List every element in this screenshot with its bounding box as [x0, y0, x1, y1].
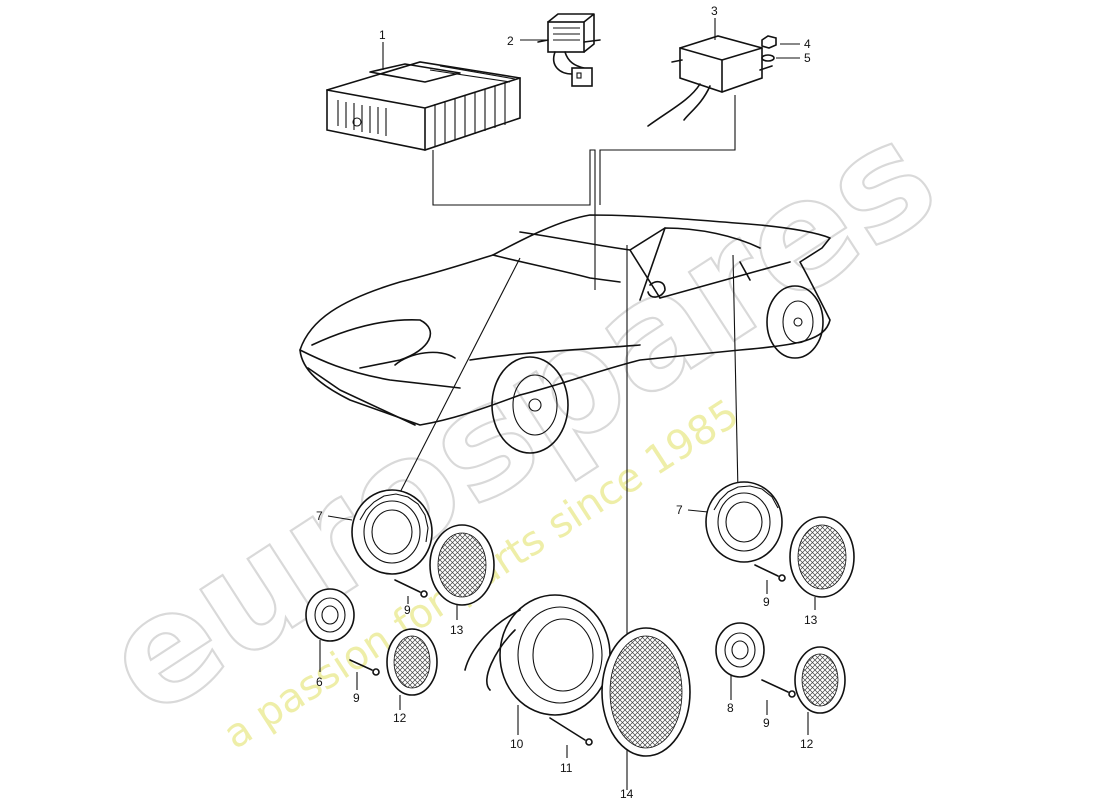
nut-part-4[interactable]	[761, 35, 777, 49]
callout-13-left: 13	[450, 623, 464, 637]
callout-leaders	[319, 18, 816, 758]
tweeter-cover-left-part-12[interactable]	[386, 628, 438, 696]
callout-9-left-upper: 9	[404, 603, 411, 617]
tweeter-left-part-6[interactable]	[305, 588, 355, 642]
speaker-ring-right-part-7[interactable]	[705, 481, 783, 563]
screw-right-upper-part-9[interactable]	[754, 564, 786, 582]
screw-left-lower-part-9[interactable]	[349, 659, 380, 676]
amplifier-part-1[interactable]	[326, 61, 521, 151]
speaker-ring-left-part-7[interactable]	[351, 489, 433, 575]
car-illustration	[299, 214, 831, 454]
callout-1: 1	[379, 28, 386, 42]
washer-part-5[interactable]	[761, 54, 775, 62]
callout-7-left: 7	[316, 509, 323, 523]
callout-7-right: 7	[676, 503, 683, 517]
callout-9-right-upper: 9	[763, 595, 770, 609]
screw-center-part-11[interactable]	[549, 717, 593, 746]
callout-6: 6	[316, 675, 323, 689]
callout-12-right: 12	[800, 737, 814, 751]
callout-3: 3	[711, 4, 718, 18]
callout-4: 4	[804, 37, 811, 51]
speaker-cover-left-part-13[interactable]	[429, 524, 495, 606]
callout-9-left-lower: 9	[353, 691, 360, 705]
center-speaker-part-10[interactable]	[464, 594, 611, 716]
tweeter-right-part-8[interactable]	[715, 622, 765, 678]
tweeter-cover-right-part-12[interactable]	[794, 646, 846, 714]
control-module-part-3[interactable]	[647, 35, 773, 127]
transformer-part-2[interactable]	[537, 13, 601, 87]
callout-12-left: 12	[393, 711, 407, 725]
callout-14: 14	[620, 787, 634, 800]
callout-11: 11	[560, 761, 573, 775]
callout-5: 5	[804, 51, 811, 65]
callout-8: 8	[727, 701, 734, 715]
group-leader-lines	[432, 95, 736, 290]
callout-10: 10	[510, 737, 524, 751]
callout-13-right: 13	[804, 613, 818, 627]
speaker-cover-right-part-13[interactable]	[789, 516, 855, 598]
screw-right-lower-part-9[interactable]	[761, 679, 796, 698]
callout-labels: 1 2 3 4 5 7 7 9 9 9 9 13 13 6 12 12 8 10…	[316, 4, 818, 800]
callout-9-right-lower: 9	[763, 716, 770, 730]
screw-left-upper-part-9[interactable]	[394, 579, 428, 598]
center-speaker-cover-part-14[interactable]	[601, 627, 691, 757]
callout-2: 2	[507, 34, 514, 48]
